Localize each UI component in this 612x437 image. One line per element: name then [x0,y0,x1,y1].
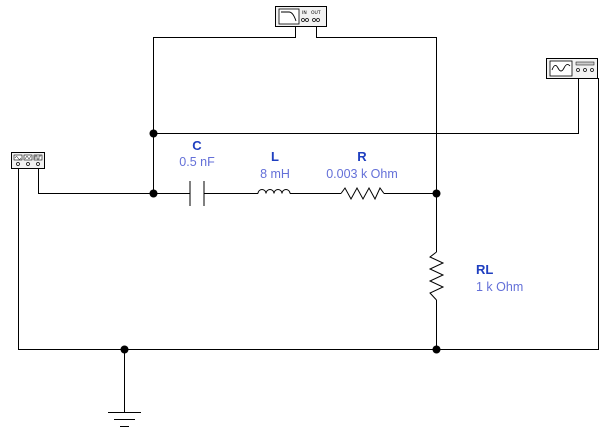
generator-square-glyph [34,155,41,160]
node-output-junction [432,189,441,198]
bode-in-terminal-2 [305,18,309,22]
inductor-name-label: L [271,149,279,164]
node-input-junction [149,189,158,198]
node-rl-ground-junction [432,345,441,354]
resistor-zigzag [340,186,385,201]
bode-plotter-screen [278,8,300,25]
resistor-value-label: 0.003 k Ohm [326,167,398,181]
load-resistor-name-label: RL [476,262,493,277]
inductor-l[interactable] [257,189,291,194]
bode-out-terminal [312,18,316,22]
bode-out-terminal-2 [316,18,320,22]
wires [18,26,599,412]
resistor-name-label: R [357,149,367,164]
oscilloscope-icon[interactable] [546,58,598,79]
oscilloscope-panel [575,61,595,66]
oscilloscope-terminal-c [590,68,594,72]
load-resistor-zigzag [428,251,445,301]
oscilloscope-wave [551,63,571,72]
wire-bode-in [153,26,296,194]
generator-terminal-pos [36,162,40,166]
node-ground-junction [120,345,129,354]
bode-in-terminal [301,18,305,22]
generator-terminal-neg [16,162,20,166]
load-resistor-value-label: 1 k Ohm [476,280,523,294]
generator-sine-glyph [14,156,22,160]
generator-wave-square [33,154,43,161]
capacitor-name-label: C [192,138,202,153]
ground-symbol [108,412,141,427]
bode-plotter-icon[interactable]: IN OUT [275,6,327,27]
bode-plotter-curve [281,11,297,22]
junction-nodes [120,129,441,354]
node-oscilloscope-junction [149,129,158,138]
bode-in-label: IN [302,10,307,16]
oscilloscope-terminal-b [583,68,587,72]
function-generator-icon[interactable] [11,152,45,169]
wire-ground-rail [18,78,599,350]
resistor-r[interactable] [340,186,385,201]
generator-triangle-glyph [24,155,32,160]
capacitor-c[interactable] [189,181,205,206]
load-resistor-rl[interactable] [428,251,445,301]
wire-generator-out [38,168,190,194]
wire-bode-out [316,26,437,194]
capacitor-value-label: 0.5 nF [179,155,215,169]
oscilloscope-screen [549,60,573,77]
generator-terminal-com [26,162,30,166]
wire-oscilloscope [153,78,579,134]
bode-out-label: OUT [311,10,321,16]
inductor-value-label: 8 mH [260,167,290,181]
inductor-coil [257,189,291,194]
oscilloscope-terminal-a [576,68,580,72]
